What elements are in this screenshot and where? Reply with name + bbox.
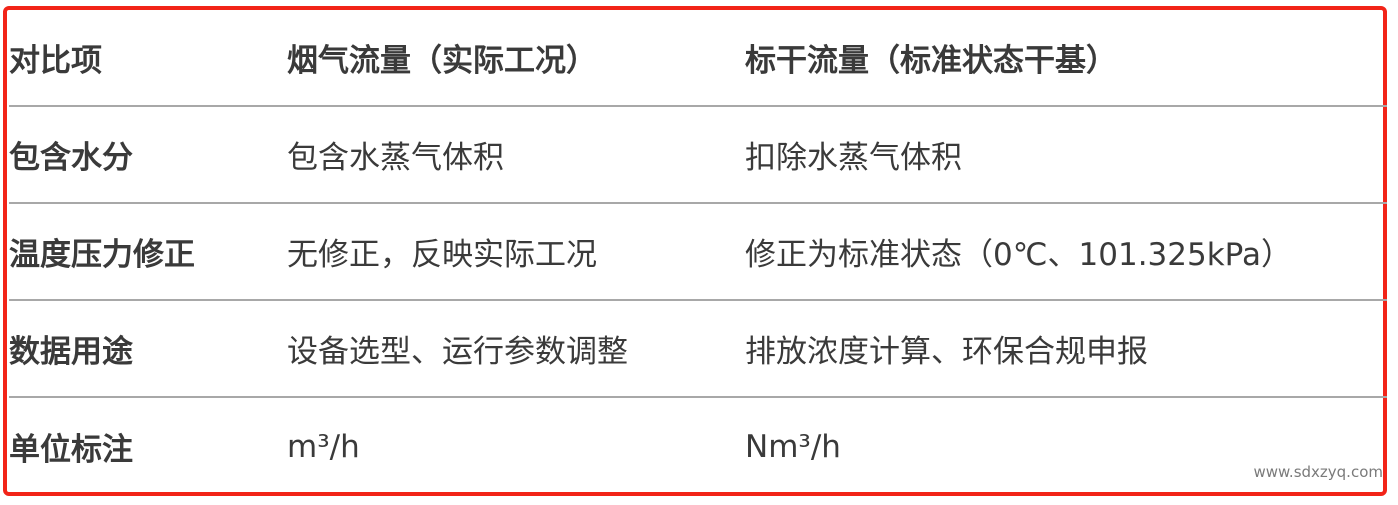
table-row: 单位标注 m³/h Nm³/h: [9, 398, 1387, 495]
header-cell-item: 对比项: [9, 43, 102, 79]
row-label: 温度压力修正: [9, 237, 195, 273]
header-cell-actual-flow: 烟气流量（实际工况）: [287, 43, 597, 79]
cell-actual: 包含水蒸气体积: [287, 140, 504, 176]
watermark: www.sdxzyq.com: [1253, 463, 1384, 481]
cell-standard: 排放浓度计算、环保合规申报: [745, 334, 1148, 370]
table-row: 温度压力修正 无修正，反映实际工况 修正为标准状态（0℃、101.325kPa）: [9, 204, 1387, 301]
row-label: 数据用途: [9, 334, 133, 370]
header-cell-standard-dry-flow: 标干流量（标准状态干基）: [745, 43, 1117, 79]
table-row: 数据用途 设备选型、运行参数调整 排放浓度计算、环保合规申报: [9, 301, 1387, 398]
table-header-row: 对比项 烟气流量（实际工况） 标干流量（标准状态干基）: [9, 10, 1387, 107]
cell-actual: 无修正，反映实际工况: [287, 237, 597, 273]
table-frame: [3, 6, 1387, 496]
comparison-table: 对比项 烟气流量（实际工况） 标干流量（标准状态干基） 包含水分 包含水蒸气体积…: [9, 10, 1387, 495]
cell-standard: 扣除水蒸气体积: [745, 140, 962, 176]
cell-standard: 修正为标准状态（0℃、101.325kPa）: [745, 237, 1292, 273]
cell-actual: m³/h: [287, 428, 360, 465]
row-label: 包含水分: [9, 140, 133, 176]
row-label: 单位标注: [9, 432, 133, 468]
table-row: 包含水分 包含水蒸气体积 扣除水蒸气体积: [9, 107, 1387, 204]
cell-standard: Nm³/h: [745, 428, 841, 465]
cell-actual: 设备选型、运行参数调整: [287, 334, 628, 370]
